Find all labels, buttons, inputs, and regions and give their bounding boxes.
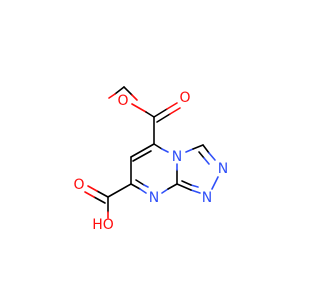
atom-o-acid-carbonyl: O xyxy=(73,177,84,193)
bond-n1-c8a-inner-blue xyxy=(190,184,199,188)
bond-c7-acidC xyxy=(107,183,132,198)
atom-o-ester-carbonyl: O xyxy=(179,90,190,106)
bond-n1-c8a-inner xyxy=(181,180,192,186)
bond-c7-n8-black xyxy=(130,183,141,190)
bond-acid-co-2-red xyxy=(84,191,95,198)
bond-c5-c6 xyxy=(130,143,155,158)
bond-o-carbonylC-black xyxy=(123,86,133,96)
atom-n-triazole-2: N xyxy=(218,161,228,177)
bond-acid-co-1-red xyxy=(87,185,98,192)
bond-n-c3 xyxy=(192,144,204,150)
atom-n-triazole-1: N xyxy=(202,190,212,206)
atom-n-pyrimidine: N xyxy=(149,190,159,206)
bond-ester-o-c xyxy=(145,111,155,118)
bond-n1-c8a xyxy=(176,183,192,191)
bond-c7-n8-inner-black xyxy=(135,179,145,186)
bond-acid-co-2 xyxy=(93,196,106,204)
bond-n1-c8a-blue xyxy=(190,189,201,194)
bond-n2-n1 xyxy=(211,176,219,190)
bond-c3-n2-inner-black xyxy=(198,151,205,159)
bond-c3-n2-inner xyxy=(203,157,210,165)
bond-n8-c8a-blue xyxy=(161,188,169,194)
atom-n-bridge: N xyxy=(172,149,182,165)
bond-c5-c6-inner xyxy=(132,150,152,162)
molecule-diagram: O O N N N N O HO xyxy=(73,86,228,233)
bond-o-carbonylC xyxy=(131,94,138,101)
bond-c5-n-black xyxy=(153,143,163,150)
bond-ester-co-1 xyxy=(153,108,168,118)
bond-c5-n xyxy=(161,148,169,153)
atom-o-methoxy: O xyxy=(117,93,128,109)
bond-c7-n8-inner xyxy=(143,184,149,188)
atom-o-acid-hydroxyl: HO xyxy=(92,217,114,233)
bond-ester-co-1-red xyxy=(166,102,178,110)
bond-n8-c8a xyxy=(167,183,178,190)
bond-n-c3-blue xyxy=(185,148,194,153)
bond-methyl-o xyxy=(114,86,125,95)
bond-ester-co-2 xyxy=(156,113,171,123)
bond-c3-n2 xyxy=(208,152,216,161)
bond-acid-co-1 xyxy=(96,190,109,198)
structure-canvas: O O N N N N O HO xyxy=(73,86,229,233)
bond-ester-o-c-red xyxy=(131,103,147,113)
bond-methyl-o-red xyxy=(108,93,116,99)
bond-c7-n8 xyxy=(139,188,147,194)
bond-ester-co-2-red xyxy=(169,107,181,115)
bond-c3-n2-black xyxy=(202,144,210,154)
